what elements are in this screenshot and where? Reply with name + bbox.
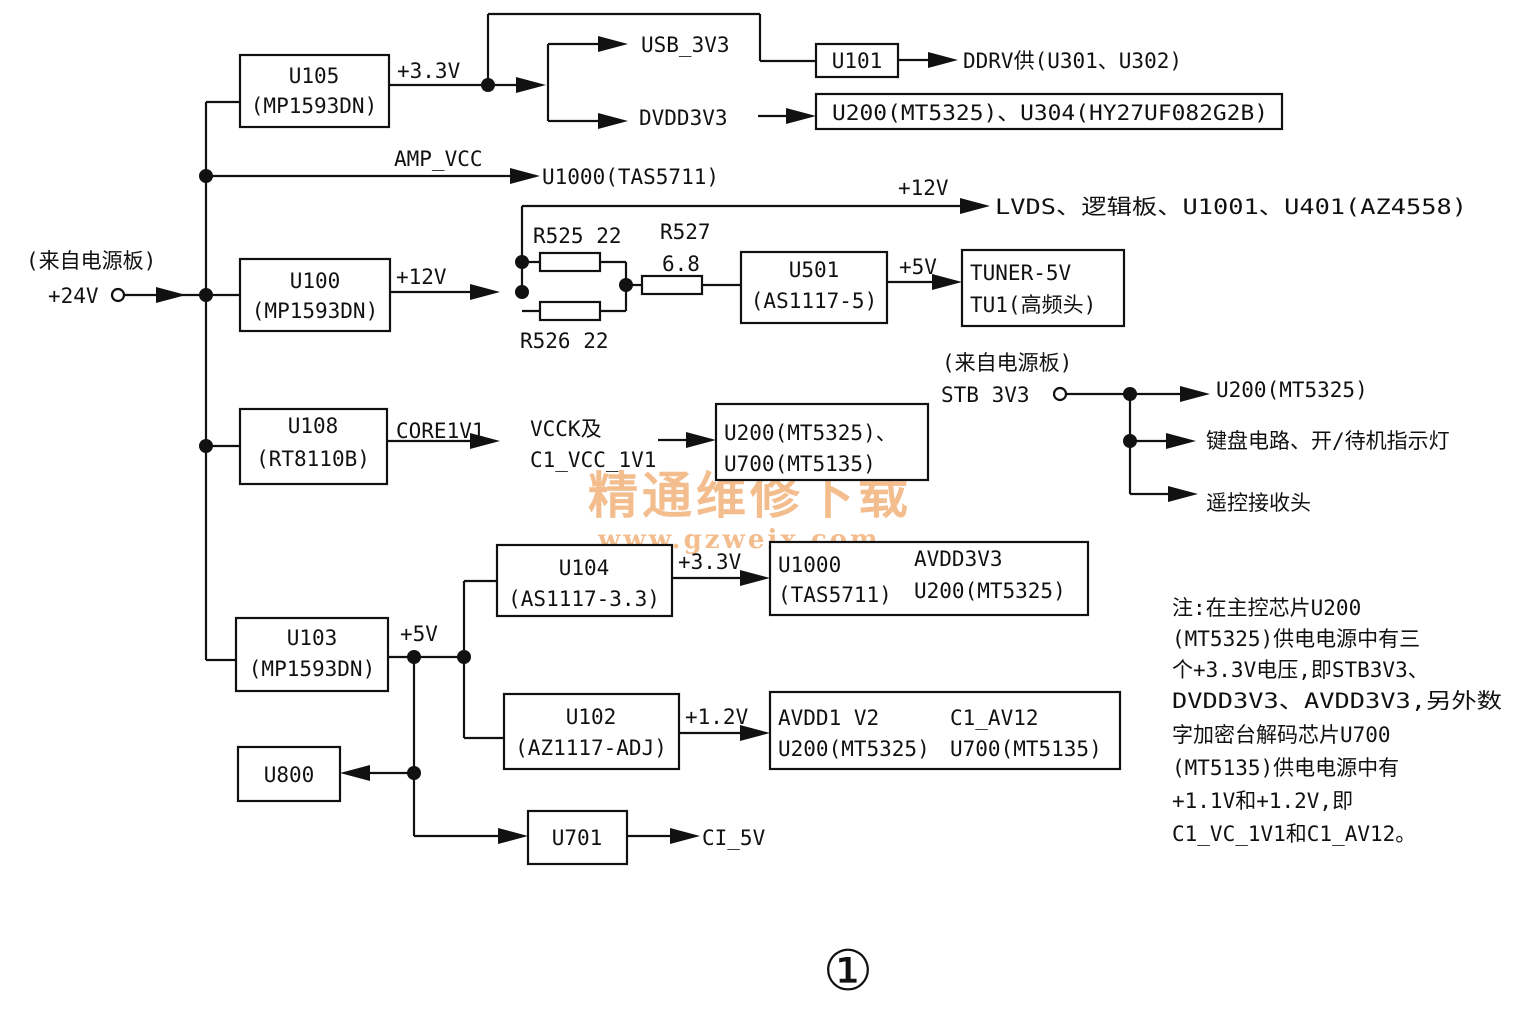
core-load-line2: U700(MT5135) bbox=[724, 452, 876, 476]
u501-part: (AS1117-5) bbox=[751, 289, 877, 313]
block-u105: U105 (MP1593DN) bbox=[238, 53, 391, 129]
u105-name: U105 bbox=[289, 64, 340, 88]
avdd3v3-name2: AVDD3V3 bbox=[914, 547, 1003, 571]
block-u501: U501 (AS1117-5) bbox=[739, 250, 889, 325]
avdd1v2-l1b: C1_AV12 bbox=[950, 706, 1039, 730]
avdd3v3-part2: U200(MT5325) bbox=[914, 579, 1066, 603]
block-u200-u304: U200(MT5325)、U304(HY27UF082G2B) bbox=[814, 92, 1284, 131]
label-vcck-l1: VCCK及 bbox=[530, 417, 602, 441]
label-v5-u103: +5V bbox=[400, 622, 438, 646]
label-remote: 遥控接收头 bbox=[1206, 491, 1311, 515]
label-stb-3v3: STB 3V3 bbox=[941, 383, 1030, 407]
u103-part: (MP1593DN) bbox=[249, 657, 375, 681]
label-ci-5v: CI_5V bbox=[702, 826, 766, 850]
u102-name: U102 bbox=[566, 705, 617, 729]
label-input-24v: +24V bbox=[48, 284, 99, 308]
label-usb-3v3: USB_3V3 bbox=[641, 33, 730, 57]
footnote: 注:在主控芯片U200 (MT5325)供电电源中有三 个+3.3V电压,即ST… bbox=[1172, 596, 1502, 846]
label-u1000-tas: U1000(TAS5711) bbox=[542, 165, 719, 189]
note-line: +1.1V和+1.2V,即 bbox=[1172, 789, 1353, 813]
block-u102: U102 (AZ1117-ADJ) bbox=[502, 692, 681, 771]
u701-name: U701 bbox=[552, 826, 603, 850]
junction-dots bbox=[110, 78, 1137, 780]
u105-part: (MP1593DN) bbox=[251, 94, 377, 118]
block-avdd1v2: AVDD1 V2 C1_AV12 U200(MT5325) U700(MT513… bbox=[768, 690, 1122, 771]
input-24v-terminal bbox=[110, 287, 126, 303]
u200-u304-text: U200(MT5325)、U304(HY27UF082G2B) bbox=[832, 101, 1268, 125]
u800-name: U800 bbox=[264, 763, 315, 787]
label-r526: R526 22 bbox=[520, 329, 609, 353]
u103-name: U103 bbox=[287, 626, 338, 650]
label-source-stb: (来自电源板) bbox=[942, 351, 1072, 375]
avdd1v2-l2a: U200(MT5325) bbox=[778, 737, 930, 761]
label-r527-val: 6.8 bbox=[662, 252, 700, 276]
label-amp-vcc: AMP_VCC bbox=[394, 147, 483, 171]
note-line: (MT5325)供电电源中有三 bbox=[1172, 627, 1420, 651]
label-core1v1: CORE1V1 bbox=[396, 419, 485, 443]
avdd1v2-l2b: U700(MT5135) bbox=[950, 737, 1102, 761]
note-line: C1_VC_1V1和C1_AV12。 bbox=[1172, 822, 1416, 846]
label-v5-u501: +5V bbox=[899, 255, 937, 279]
avdd1v2-l1a: AVDD1 V2 bbox=[778, 706, 879, 730]
label-v12-u102: +1.2V bbox=[685, 705, 749, 729]
u108-name: U108 bbox=[288, 414, 339, 438]
tuner-line2: TU1(高频头) bbox=[970, 293, 1096, 317]
wires bbox=[124, 12, 1184, 838]
u501-name: U501 bbox=[789, 258, 840, 282]
block-u103: U103 (MP1593DN) bbox=[234, 616, 390, 693]
block-u200-u700-core: U200(MT5325)、 U700(MT5135) bbox=[714, 402, 930, 482]
u102-part: (AZ1117-ADJ) bbox=[515, 736, 667, 760]
label-ddrv: DDRV供(U301、U302) bbox=[963, 49, 1182, 73]
block-u104: U104 (AS1117-3.3) bbox=[495, 543, 674, 618]
label-lvds: LVDS、逻辑板、U1001、U401(AZ4558) bbox=[995, 195, 1467, 219]
note-line: DVDD3V3、AVDD3V3,另外数 bbox=[1172, 689, 1502, 713]
label-v33-out: +3.3V bbox=[397, 59, 461, 83]
arrowheads bbox=[156, 36, 1210, 844]
avdd3v3-name1: U1000 bbox=[778, 553, 841, 577]
label-source-top: (来自电源板) bbox=[26, 249, 156, 273]
u108-part: (RT8110B) bbox=[256, 447, 370, 471]
signal-labels: (来自电源板) +24V +3.3V USB_3V3 DVDD3V3 DDRV供… bbox=[26, 33, 1467, 1004]
resistor-r525 bbox=[538, 251, 602, 273]
avdd3v3-part1: (TAS5711) bbox=[778, 583, 892, 607]
note-line: 字加密台解码芯片U700 bbox=[1172, 723, 1391, 747]
u100-name: U100 bbox=[290, 269, 341, 293]
label-v12-branch: +12V bbox=[898, 176, 949, 200]
note-line: (MT5135)供电电源中有 bbox=[1172, 756, 1399, 780]
stb-3v3-terminal bbox=[1052, 386, 1068, 402]
u100-part: (MP1593DN) bbox=[252, 299, 378, 323]
note-line: 注:在主控芯片U200 bbox=[1172, 596, 1361, 620]
block-u108: U108 (RT8110B) bbox=[238, 407, 389, 486]
label-v33-u104: +3.3V bbox=[678, 550, 742, 574]
label-keyboard: 键盘电路、开/待机指示灯 bbox=[1206, 429, 1450, 453]
label-vcck-l2: C1_VCC_1V1 bbox=[530, 448, 656, 472]
block-u101: U101 bbox=[814, 42, 900, 79]
note-line: 个+3.3V电压,即STB3V3、 bbox=[1172, 658, 1429, 682]
core-load-line1: U200(MT5325)、 bbox=[724, 421, 897, 445]
label-v12-out: +12V bbox=[396, 265, 447, 289]
resistor-r526 bbox=[538, 300, 602, 322]
label-stb-u200: U200(MT5325) bbox=[1216, 378, 1368, 402]
block-u100: U100 (MP1593DN) bbox=[238, 257, 392, 333]
label-r525: R525 22 bbox=[533, 224, 622, 248]
block-u701: U701 bbox=[526, 809, 629, 866]
u104-part: (AS1117-3.3) bbox=[508, 587, 660, 611]
u104-name: U104 bbox=[559, 556, 610, 580]
label-r527: R527 bbox=[660, 220, 711, 244]
u101-name: U101 bbox=[832, 49, 883, 73]
block-avdd3v3: U1000 (TAS5711) AVDD3V3 U200(MT5325) bbox=[768, 540, 1090, 617]
resistor-r527 bbox=[640, 274, 704, 296]
block-u800: U800 bbox=[236, 745, 342, 803]
resistors bbox=[538, 251, 704, 322]
block-tuner: TUNER-5V TU1(高频头) bbox=[960, 248, 1126, 328]
label-dvdd3v3: DVDD3V3 bbox=[639, 106, 728, 130]
tuner-line1: TUNER-5V bbox=[970, 261, 1072, 285]
figure-number: ① bbox=[823, 939, 873, 1004]
